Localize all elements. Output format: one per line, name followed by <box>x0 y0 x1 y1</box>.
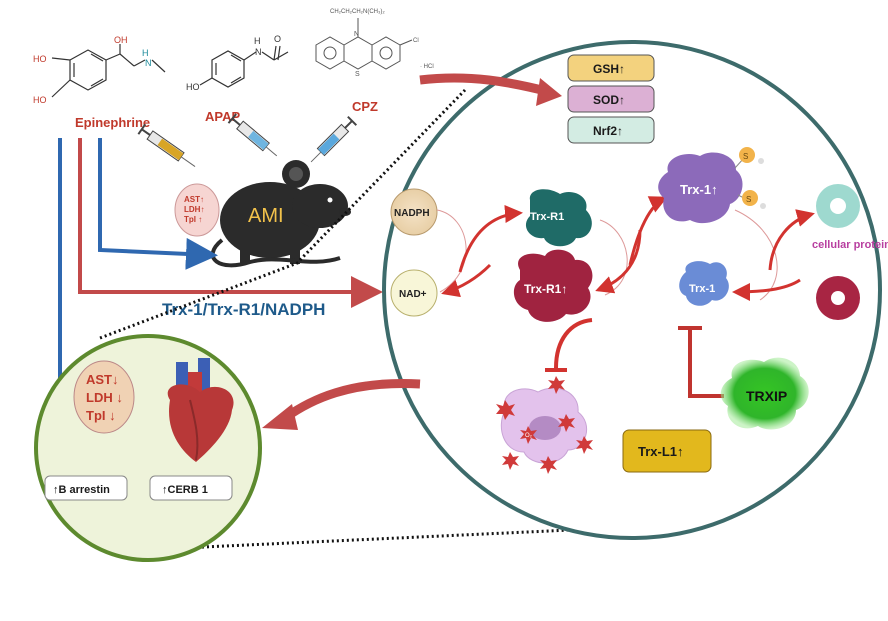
epinephrine-atom-ho1: HO <box>33 54 47 64</box>
syringe-cpz-icon <box>310 115 358 163</box>
trx1-cycle-arc <box>734 209 778 301</box>
marker-gsh-label: GSH↑ <box>593 62 625 76</box>
heart-enzyme-tpi: TpI ↓ <box>86 408 116 423</box>
txnip-label: TRXIP <box>746 388 787 404</box>
txnip-inhibits-trx1 <box>688 330 724 398</box>
mouse-icon <box>210 160 351 268</box>
heart-panel <box>34 334 262 562</box>
heart-enzymes-bubble <box>73 360 135 434</box>
cpz-structure <box>315 18 413 70</box>
apap-atom-n: N <box>255 47 262 57</box>
cpz-atom-chain: CH₂CH₂CH₂N(CH₃)₂ <box>330 9 385 15</box>
disulfide-s1-icon <box>734 147 764 169</box>
cpz-label: CPZ <box>352 99 378 114</box>
trxl1-box <box>622 429 712 473</box>
syringe-epinephrine-icon <box>137 123 196 167</box>
cellular-protein-crimson-icon <box>816 276 860 320</box>
mouse-enzyme-ast: AST↑ <box>184 195 204 204</box>
trx1-bottom-protein-icon <box>679 261 729 306</box>
red-arrow-to-markers-head <box>536 78 562 106</box>
trxr1-top-protein-icon <box>525 189 592 247</box>
pathway-label: Trx-1/Trx-R1/NADPH <box>162 300 325 319</box>
epinephrine-label: Epinephrine <box>75 115 150 130</box>
arrow-nadph-to-trxr1 <box>458 205 523 273</box>
txnip-protein-icon <box>720 357 809 430</box>
trxr1-inhibits-ros <box>554 318 593 369</box>
cellular-proteins-text: cellular proteins <box>812 239 888 251</box>
cpz-atom-n: N <box>354 31 359 38</box>
epinephrine-atom-ho2: HO <box>33 95 47 105</box>
cellular-proteins-label: cellular proteins <box>812 239 888 251</box>
cellular-protein-teal-icon <box>816 184 860 228</box>
b-arrestin-label: ↑B arrestin <box>53 484 110 496</box>
arrow-trxr1-to-nad <box>441 263 492 298</box>
marker-sod-label: SOD↑ <box>593 93 625 107</box>
trx1-bottom-label: Trx-1 <box>689 283 715 295</box>
trxr1-bottom-label: Trx-R1↑ <box>524 282 567 296</box>
apap-atom-ho: HO <box>186 82 200 92</box>
zoom-line-bottom <box>181 522 701 550</box>
red-arrow-to-heart-head <box>262 404 298 430</box>
arrow-trx1-to-trxr1 <box>595 229 642 294</box>
blue-arrow-to-mouse <box>98 138 218 270</box>
trxr1-bottom-protein-icon <box>513 249 593 322</box>
arrow-trxr1-to-trx1 <box>628 196 668 266</box>
heart-icon <box>167 358 234 462</box>
nadph-label: NADPH <box>394 208 430 219</box>
ros-star-icon <box>496 376 593 474</box>
epinephrine-atom-n: N <box>145 58 152 68</box>
disulfide-s1-label: S <box>743 152 748 161</box>
red-arrow-to-heart <box>282 378 421 422</box>
arrow-trx1-to-proteins <box>768 209 815 271</box>
cpz-atom-cl: Cl <box>413 38 419 44</box>
arrow-proteins-to-trx1 <box>732 278 801 301</box>
disulfide-s2-label: S <box>746 195 751 204</box>
cpz-atom-s: S <box>355 71 360 78</box>
marker-sod-box <box>567 85 655 113</box>
nad-node <box>390 269 438 317</box>
nad-label: NAD+ <box>399 289 427 300</box>
heart-enzyme-ast: AST↓ <box>86 372 119 387</box>
cpz-atom-hcl: · HCl <box>420 64 434 70</box>
marker-nrf2-box <box>567 116 655 144</box>
trx1-top-label: Trx-1↑ <box>680 182 718 197</box>
nadph-node <box>390 188 438 236</box>
mouse-enzymes-bubble <box>174 183 220 237</box>
disulfide-s2-icon <box>737 190 766 209</box>
mouse-label: AMI <box>248 205 284 227</box>
mouse-enzyme-ldh: LDH↑ <box>184 205 204 214</box>
epinephrine-structure <box>51 44 166 98</box>
trxl1-label: Trx-L1↑ <box>638 444 684 459</box>
mouse-enzyme-tpi: TpI ↑ <box>184 215 202 224</box>
epinephrine-atom-h: H <box>142 48 149 58</box>
heart-enzyme-ldh: LDH ↓ <box>86 390 123 405</box>
trx1-top-protein-icon <box>658 152 743 224</box>
b-arrestin-box <box>44 475 128 501</box>
apap-atom-o: O <box>274 34 281 44</box>
epinephrine-atom-oh: OH <box>114 35 128 45</box>
marker-gsh-box <box>567 54 655 82</box>
zoom-line-mid <box>99 260 301 340</box>
cerb-label: ↑CERB 1 <box>162 484 208 496</box>
syringe-apap-icon <box>227 113 278 157</box>
red-arrow-to-markers <box>419 73 552 97</box>
apap-structure <box>199 45 289 88</box>
red-arrow-to-circle <box>78 138 383 308</box>
ros-label: O₂ <box>525 433 533 439</box>
marker-nrf2-label: Nrf2↑ <box>593 124 623 138</box>
cerb-box <box>149 475 233 501</box>
apap-atom-h: H <box>254 36 261 46</box>
trxr1-top-label: Trx-R1 <box>530 211 564 223</box>
